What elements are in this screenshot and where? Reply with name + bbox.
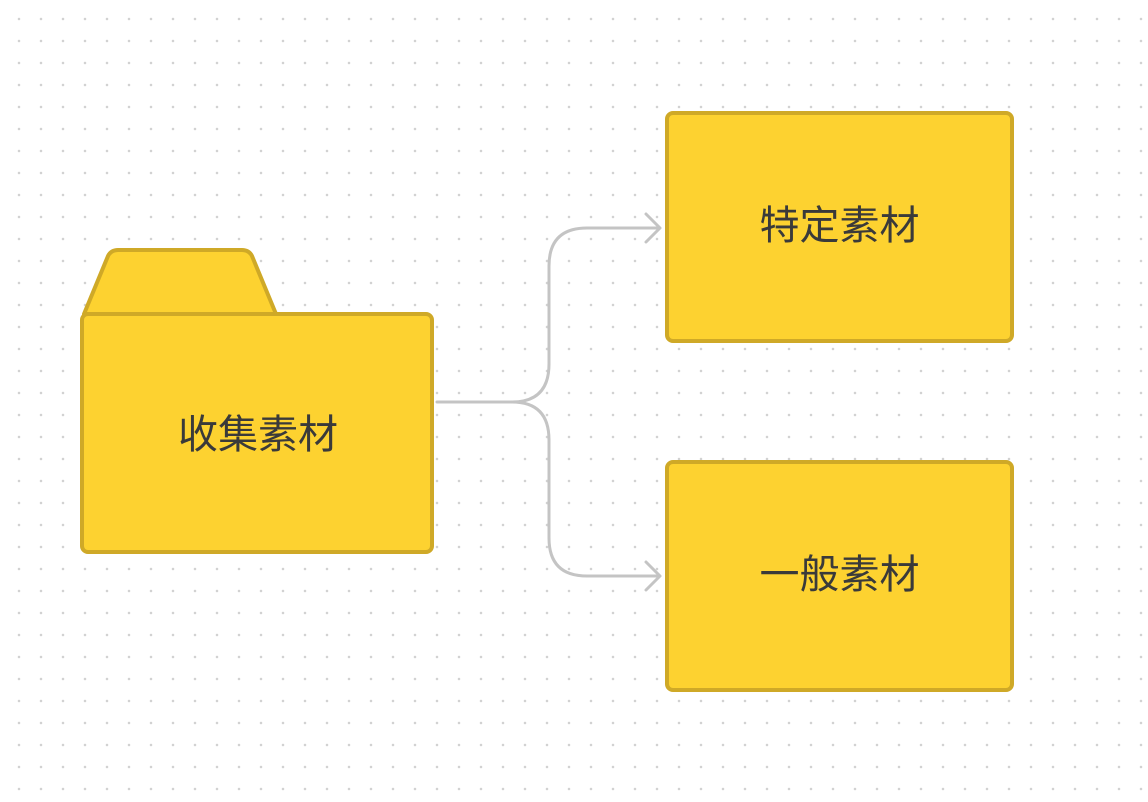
connector-to-specific-material[interactable] <box>435 226 660 404</box>
folder-body <box>80 312 434 554</box>
arrowhead-bottom <box>644 560 662 592</box>
node-general-material-box <box>665 460 1014 692</box>
connector-to-general-material[interactable] <box>510 400 660 578</box>
node-specific-material-box <box>665 111 1014 343</box>
node-specific-material[interactable]: 特定素材 <box>665 111 1014 343</box>
connectors <box>435 212 662 592</box>
arrowhead-top <box>644 212 662 244</box>
node-general-material-label: 一般素材 <box>760 552 920 598</box>
folder-icon <box>82 248 278 316</box>
node-general-material[interactable]: 一般素材 <box>665 460 1014 692</box>
folder-node-collect-material[interactable]: 收集素材 <box>80 248 434 554</box>
node-specific-material-label: 特定素材 <box>760 203 920 249</box>
source-node-label: 收集素材 <box>178 412 338 458</box>
